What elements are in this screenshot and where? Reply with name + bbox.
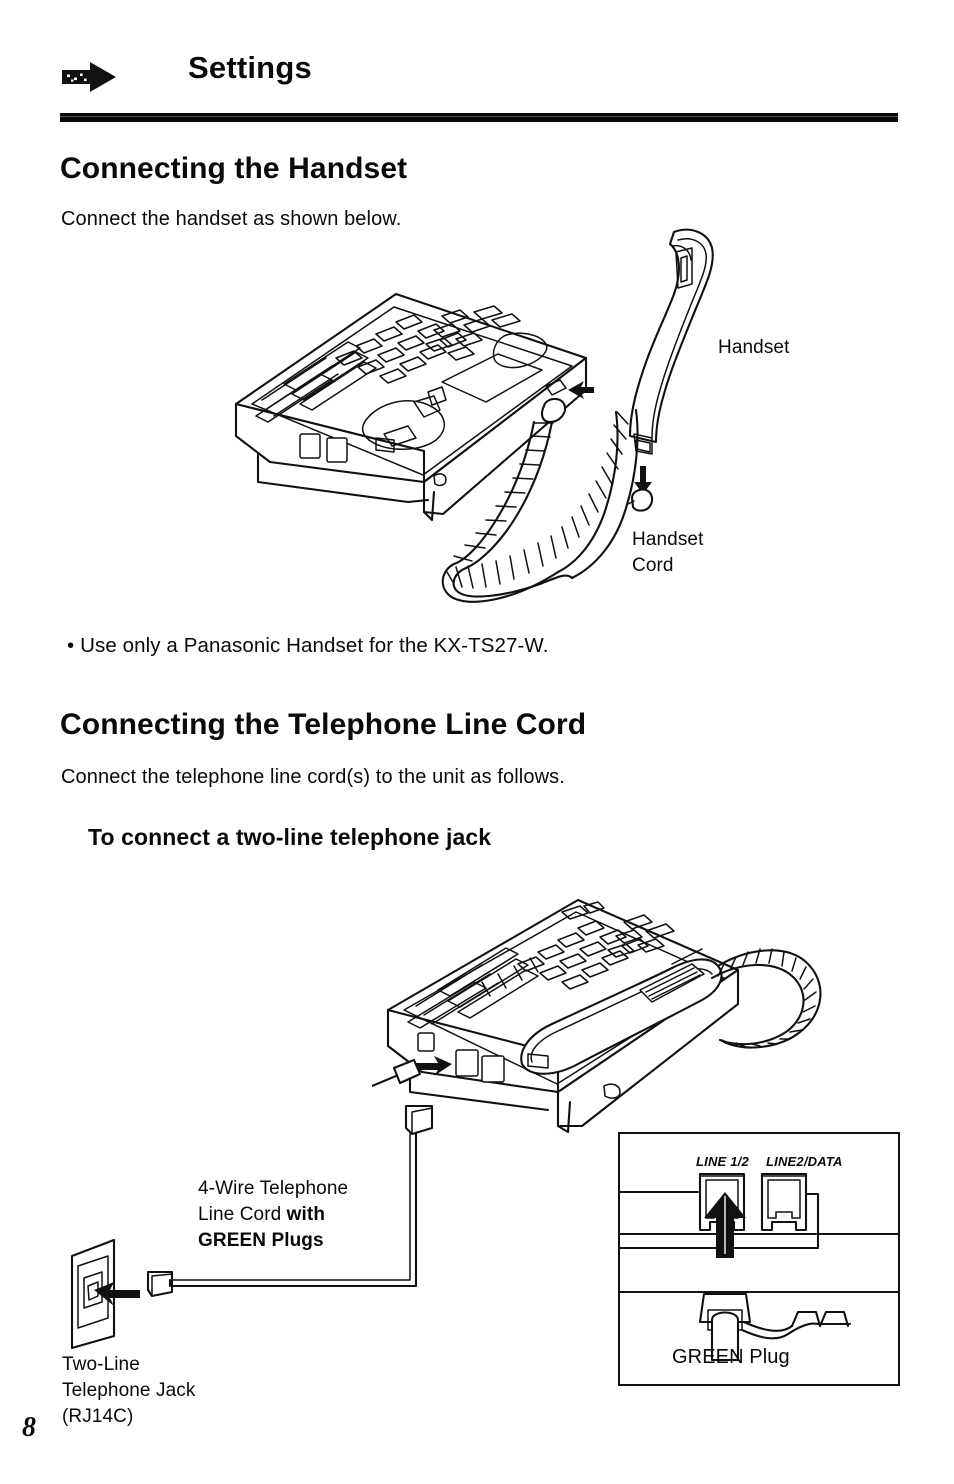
section-intro-connecting-handset: Connect the handset as shown below. <box>61 208 402 230</box>
jack-detail-inset: LINE 1/2 LINE2/DATA <box>618 1132 900 1386</box>
note-panasonic-handset: • Use only a Panasonic Handset for the K… <box>67 634 549 657</box>
handset-cord-label: Handset Cord <box>632 529 704 576</box>
header-divider <box>60 113 898 122</box>
line-1-2-jack-label: LINE 1/2 <box>696 1154 749 1169</box>
line-2-data-jack-label: LINE2/DATA <box>766 1154 843 1169</box>
page-header: Settings <box>60 50 900 108</box>
arrow-right-icon <box>60 60 120 94</box>
handset-label: Handset <box>718 337 790 358</box>
section-heading-connecting-line-cord: Connecting the Telephone Line Cord <box>60 708 587 741</box>
page-number: 8 <box>22 1412 36 1443</box>
wall-jack-illustration <box>62 1232 192 1352</box>
telephone-with-handset-illustration <box>372 886 852 1136</box>
section-intro-connecting-line-cord: Connect the telephone line cord(s) to th… <box>61 766 565 788</box>
subheading-two-line-jack: To connect a two-line telephone jack <box>88 824 492 850</box>
green-plug-label: GREEN Plug <box>672 1346 790 1368</box>
line-cord-routing-illustration <box>120 1100 440 1320</box>
two-line-jack-label: Two-Line Telephone Jack (RJ14C) <box>62 1354 196 1427</box>
handset-illustration <box>612 222 732 542</box>
page-title: Settings <box>188 50 312 85</box>
handset-cord-illustration <box>440 396 660 611</box>
line-cord-label: 4-Wire Telephone Line Cord with GREEN Pl… <box>198 1178 349 1251</box>
section-heading-connecting-handset: Connecting the Handset <box>60 152 408 185</box>
telephone-base-unit-illustration <box>228 286 608 526</box>
